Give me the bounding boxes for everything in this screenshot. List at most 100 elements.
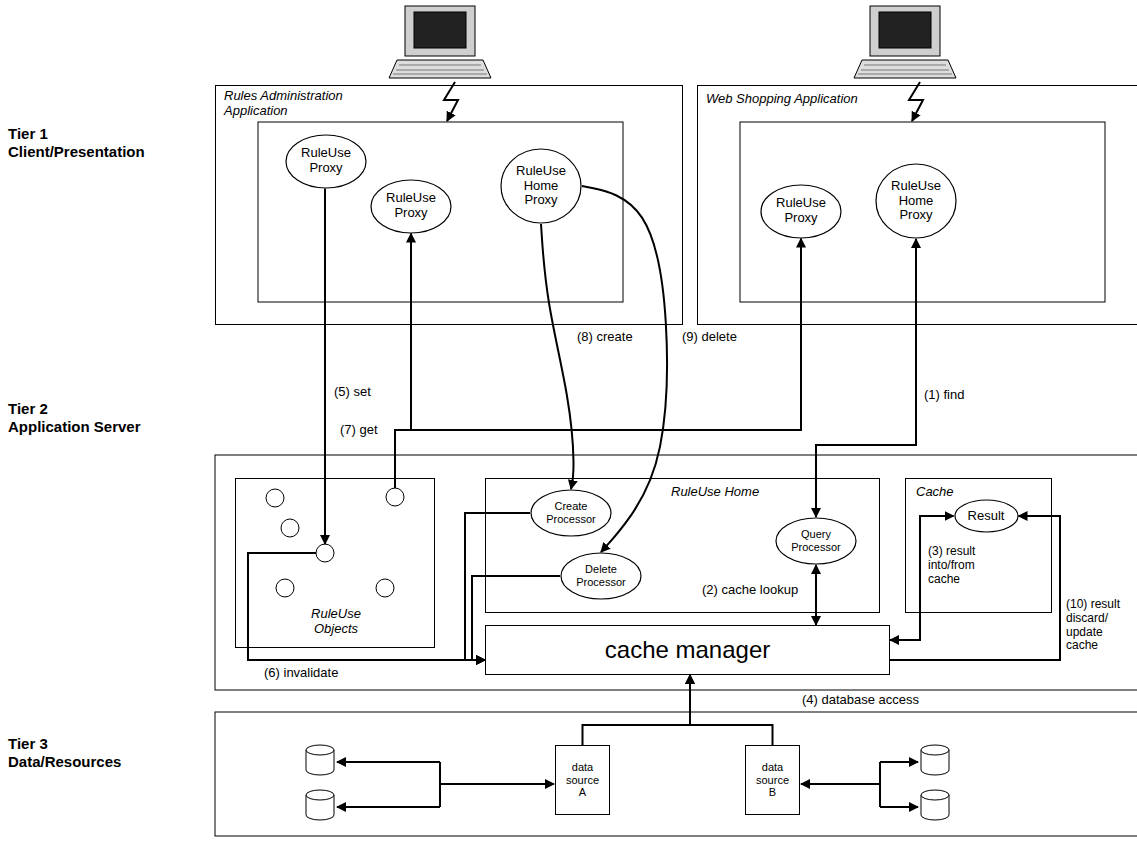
- node-text: Web Shopping Application: [706, 92, 858, 107]
- processor-ellipse: Query Processor: [775, 517, 857, 565]
- database-link: [880, 806, 918, 808]
- ellipse-shape: [531, 490, 611, 536]
- node-text: RuleUse Proxy: [386, 191, 436, 221]
- node-text: RuleUse Objects: [311, 607, 361, 637]
- tier-label: Tier 2: [8, 400, 48, 418]
- ellipse-shape: [371, 180, 451, 233]
- ellipse-shape: [761, 185, 841, 238]
- object-circle: [376, 579, 394, 597]
- processor-ellipse: Delete Processor: [560, 552, 642, 600]
- object-circle: [281, 519, 299, 537]
- database-link: [879, 762, 881, 807]
- node-text: RuleUse Proxy: [776, 196, 826, 226]
- edge-label: (1) find: [922, 388, 966, 403]
- home-box: RuleUse HomeCreate ProcessorQuery Proces…: [485, 478, 880, 613]
- wireless-bolt: [909, 82, 923, 121]
- tier-label: Tier 3: [8, 735, 48, 753]
- node-text: Result: [968, 509, 1005, 524]
- node-text: cache manager: [605, 636, 770, 664]
- object-circle: [386, 488, 404, 506]
- tier-box: [215, 455, 1137, 690]
- inner-box: [740, 122, 1105, 302]
- connector: [465, 513, 530, 660]
- database-cylinder: [921, 745, 949, 755]
- ellipse-shape: [955, 500, 1018, 532]
- node-text: RuleUse Home: [671, 485, 759, 500]
- object-circle: [276, 579, 294, 597]
- laptop-monitor: [870, 6, 940, 56]
- database-cylinder: [306, 745, 334, 755]
- application-box: Web Shopping ApplicationRuleUse Proxy Rul…: [697, 85, 1137, 325]
- object-circle: [266, 489, 284, 507]
- node-text: Delete Processor: [576, 563, 626, 588]
- connector: [890, 516, 1060, 660]
- connector: [248, 553, 485, 660]
- node-text: RuleUse Home Proxy: [516, 164, 566, 209]
- laptop-base: [854, 60, 956, 78]
- ellipse-shape: [561, 553, 641, 599]
- connector: [324, 189, 326, 545]
- edge-label: (2) cache lookup: [700, 583, 800, 598]
- data-source-box: data source B: [745, 745, 800, 815]
- node-text: Rules Administration Application: [224, 89, 384, 119]
- node-text: Cache: [916, 485, 954, 500]
- connector: [395, 234, 411, 489]
- laptop-monitor: [405, 6, 475, 56]
- laptop-keys: [858, 65, 952, 74]
- edge-label: (4) database access: [800, 693, 921, 708]
- ellipse-shape: [286, 135, 366, 188]
- database-cylinder: [921, 790, 949, 800]
- tier-label: Data/Resources: [8, 753, 121, 771]
- application-box: Rules Administration ApplicationRuleUse …: [215, 85, 683, 325]
- ellipse-shape: [776, 518, 856, 564]
- tier-label: Tier 1: [8, 125, 48, 143]
- proxy-ellipse: RuleUse Proxy: [370, 179, 452, 234]
- tier-box: [215, 712, 1137, 836]
- node-text: RuleUse Proxy: [301, 146, 351, 176]
- database-link: [440, 783, 554, 785]
- data-source-box: data source A: [555, 745, 610, 815]
- node-text: Query Processor: [791, 528, 841, 553]
- connector: [815, 565, 817, 625]
- database-link: [880, 761, 918, 763]
- proxy-ellipse: RuleUse Home Proxy: [500, 148, 582, 224]
- objects-box: RuleUse Objects: [235, 478, 435, 648]
- database-cylinder: [306, 790, 334, 800]
- wireless-bolt: [444, 82, 458, 121]
- laptop-icon: [389, 6, 491, 78]
- object-circle: [316, 544, 334, 562]
- processor-ellipse: Create Processor: [530, 489, 612, 537]
- laptop-base: [389, 60, 491, 78]
- tier-label: Application Server: [8, 418, 141, 436]
- edge-label: (9) delete: [680, 330, 739, 345]
- manager-box: cache manager: [485, 625, 890, 675]
- node-text: Create Processor: [546, 500, 596, 525]
- laptop-icon: [854, 6, 956, 78]
- proxy-ellipse: RuleUse Proxy: [760, 184, 842, 239]
- database-link: [337, 761, 440, 763]
- connector: [395, 239, 801, 489]
- edge-label: (7) get: [338, 423, 380, 438]
- tier-label: Client/Presentation: [8, 143, 145, 161]
- edge-label: (6) invalidate: [262, 666, 340, 681]
- node-text: data source A: [566, 761, 599, 799]
- edge-label: (8) create: [575, 330, 635, 345]
- connector: [583, 675, 691, 745]
- result-ellipse: Result: [954, 499, 1019, 533]
- edge-label: (3) result into/from cache: [926, 545, 994, 586]
- ellipse-shape: [876, 164, 956, 238]
- node-text: data source B: [756, 761, 789, 799]
- connector: [690, 675, 773, 745]
- laptop-keys: [393, 65, 487, 74]
- edge-label: (5) set: [332, 385, 373, 400]
- edge-label: (10) result discard/ update cache: [1064, 598, 1137, 653]
- proxy-ellipse: RuleUse Proxy: [285, 134, 367, 189]
- node-text: RuleUse Home Proxy: [891, 179, 941, 224]
- connector: [816, 239, 916, 517]
